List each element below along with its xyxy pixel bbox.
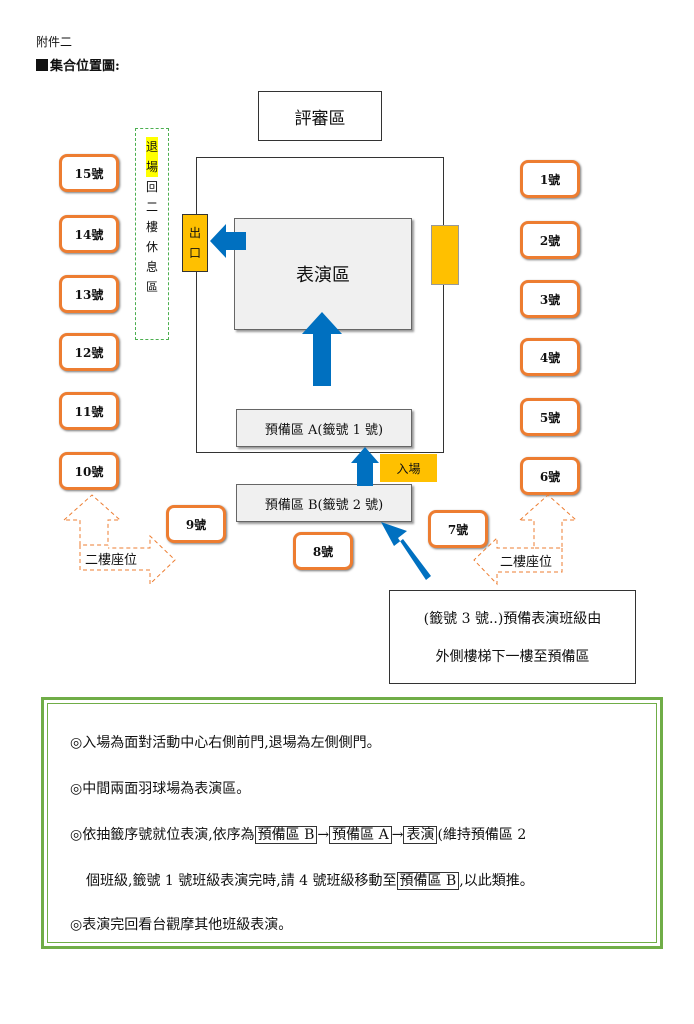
rule-4: 個班級,籤號 1 號班級表演完時,請 4 號班級移動至預備區 B,以此類推。: [86, 870, 534, 890]
class-position-9: 9號: [166, 505, 226, 543]
stage-area: 表演區: [234, 218, 412, 330]
rule-3-arrow-2: →: [391, 827, 404, 843]
enter-label: 入場: [380, 454, 437, 482]
rule-5: ◎表演完回看台觀摩其他班級表演。: [70, 917, 293, 933]
class-position-1: 1號: [520, 160, 580, 198]
prep-up-arrow-icon: [351, 447, 379, 486]
rule-3-box-perform: 表演: [403, 826, 438, 844]
second-floor-seat-right: 二樓座位: [500, 555, 553, 570]
page-title: 集合位置圖:: [50, 59, 120, 74]
right-seat-dashed-arrow-icon: [473, 494, 578, 586]
page-title-row: 集合位置圖:: [36, 55, 120, 74]
class-position-6: 6號: [520, 457, 580, 495]
exit-door: 出 口: [182, 214, 208, 272]
retreat-char: 退: [145, 137, 158, 157]
retreat-char: 休: [145, 240, 158, 254]
class-position-3: 3號: [520, 280, 580, 318]
rule-4-prefix: 個班級,籤號 1 號班級表演完時,請 4 號班級移動至: [86, 873, 397, 889]
class-position-8: 8號: [293, 532, 353, 570]
rule-1: ◎入場為面對活動中心右側前門,退場為左側側門。: [70, 735, 381, 751]
class-position-5: 5號: [520, 398, 580, 436]
class-position-14: 14號: [59, 215, 119, 253]
class-position-11: 11號: [59, 392, 119, 430]
retreat-char: 二: [145, 200, 158, 214]
class-position-10: 10號: [59, 452, 119, 490]
exit-arrow-icon: [210, 224, 246, 258]
stairs-note-box: (籤號 3 號..)預備表演班級由 外側樓梯下一樓至預備區: [389, 590, 636, 684]
left-seat-dashed-arrow-icon: [63, 494, 176, 586]
class-position-12: 12號: [59, 333, 119, 371]
entry-diagonal-arrow-icon: [381, 522, 431, 580]
rules-frame: ◎入場為面對活動中心右側前門,退場為左側側門。 ◎中間兩面羽球場為表演區。 ◎依…: [41, 697, 663, 949]
class-position-13: 13號: [59, 275, 119, 313]
rule-4-suffix: ,以此類推。: [459, 873, 534, 889]
venue-outline: [196, 157, 444, 453]
judge-area: 評審區: [258, 91, 382, 141]
class-position-7: 7號: [428, 510, 488, 548]
class-position-15: 15號: [59, 154, 119, 192]
retreat-char: 區: [145, 280, 158, 294]
stage-up-arrow-icon: [302, 312, 342, 386]
stairs-note-line-2: 外側樓梯下一樓至預備區: [435, 649, 590, 665]
attachment-label: 附件二: [36, 35, 73, 49]
prep-area-a: 預備區 A(籤號 1 號): [236, 409, 412, 447]
rule-3-box-prep-b: 預備區 B: [254, 826, 318, 844]
exit-char-1: 出: [188, 226, 201, 240]
retreat-char: 回: [145, 180, 158, 194]
prep-area-b: 預備區 B(籤號 2 號): [236, 484, 412, 522]
exit-char-2: 口: [188, 246, 201, 260]
retreat-to-second-floor-label: 退 場 回 二 樓 休 息 區: [135, 128, 169, 340]
entrance-door: [431, 225, 459, 285]
rule-4-box-prep-b: 預備區 B: [396, 872, 460, 890]
rules-inner-border: ◎入場為面對活動中心右側前門,退場為左側側門。 ◎中間兩面羽球場為表演區。 ◎依…: [47, 703, 657, 943]
rule-3-suffix: (維持預備區 2: [437, 827, 527, 843]
rule-3: ◎依抽籤序號就位表演,依序為預備區 B→預備區 A→表演(維持預備區 2: [70, 824, 526, 844]
rule-3-box-prep-a: 預備區 A: [329, 826, 392, 844]
stairs-note-line-1: (籤號 3 號..)預備表演班級由: [423, 611, 602, 627]
rule-2: ◎中間兩面羽球場為表演區。: [70, 781, 251, 797]
rule-3-arrow-1: →: [317, 827, 330, 843]
class-position-2: 2號: [520, 221, 580, 259]
retreat-char: 樓: [145, 220, 158, 234]
square-bullet-icon: [36, 58, 48, 71]
retreat-char: 場: [145, 157, 158, 177]
class-position-4: 4號: [520, 338, 580, 376]
second-floor-seat-left: 二樓座位: [85, 553, 138, 568]
retreat-char: 息: [145, 260, 158, 274]
rule-3-prefix: ◎依抽籤序號就位表演,依序為: [70, 827, 255, 843]
